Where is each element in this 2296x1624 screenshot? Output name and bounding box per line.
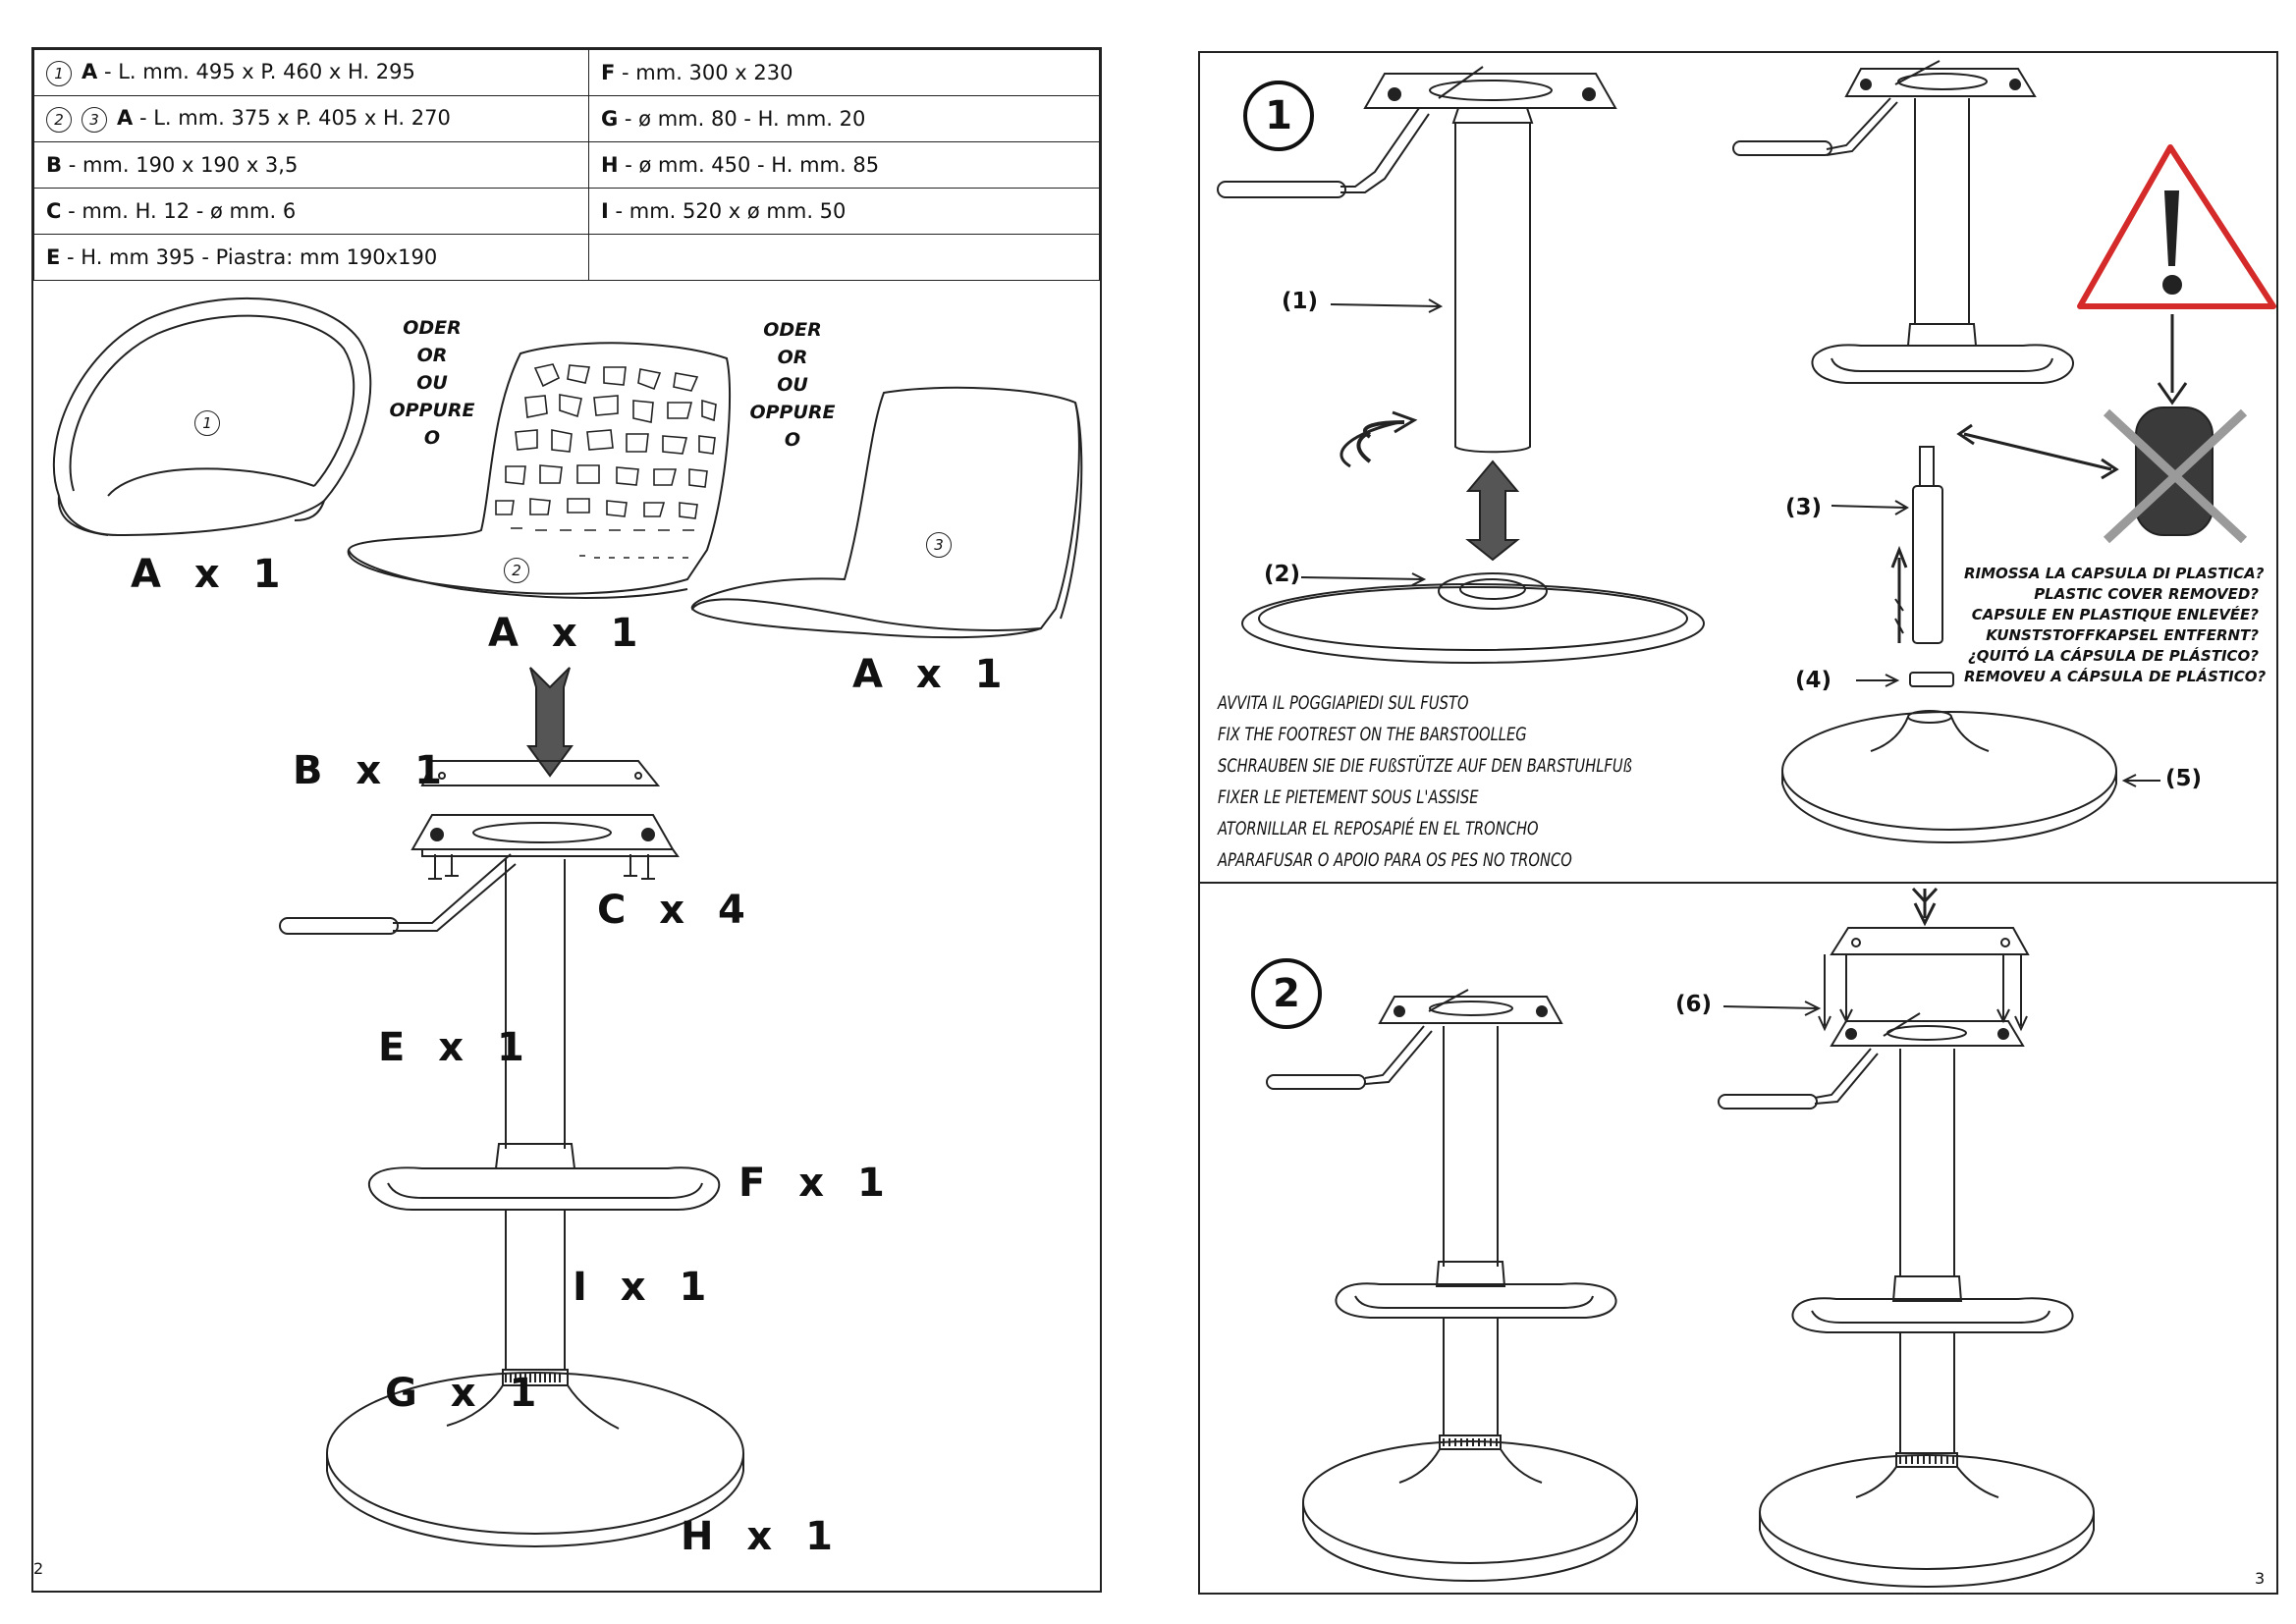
step-1-marker: 1 — [1243, 81, 1314, 151]
ref-2: (2) — [1264, 562, 1301, 587]
ring-cap — [1856, 672, 1954, 687]
part-dimensions: - ø mm. 80 - H. mm. 20 — [618, 107, 866, 131]
seat-marker-2: 2 — [504, 558, 529, 583]
seat-perforated-2 — [347, 342, 732, 599]
rotate-arrow-icon — [1339, 410, 1418, 468]
gas-cylinder — [1831, 446, 1943, 644]
parts-row: E - H. mm 395 - Piastra: mm 190x190 — [33, 234, 1100, 281]
double-arrow — [1956, 423, 2119, 480]
part-code: A — [117, 105, 134, 130]
step1-mechanism — [1217, 66, 1617, 454]
step-2-marker: 2 — [1251, 958, 1322, 1029]
label-a-seat1: A x 1 — [131, 552, 291, 597]
part-dimensions: - mm. 190 x 190 x 3,5 — [62, 153, 299, 177]
parts-cell-right: H - ø mm. 450 - H. mm. 85 — [588, 141, 1100, 189]
step2-stool-right — [1718, 887, 2095, 1589]
step1-assembled — [1732, 60, 2074, 384]
seat-variant-marker: 1 — [46, 60, 72, 86]
label-a-seat3: A x 1 — [852, 652, 1012, 697]
ref-5: (5) — [2165, 766, 2203, 791]
part-dimensions: - L. mm. 375 x P. 405 x H. 270 — [133, 105, 451, 130]
footrest-f — [368, 1166, 721, 1370]
column-e — [494, 859, 576, 1169]
part-code: B — [46, 153, 63, 177]
page-number-left: 2 — [33, 1559, 44, 1578]
capsule-warning: RIMOSSA LA CAPSULA DI PLASTICA? PLASTIC … — [1964, 565, 2267, 685]
page-number-right: 3 — [2255, 1569, 2266, 1588]
label-h: H x 1 — [681, 1514, 843, 1559]
seat-plain-3 — [690, 386, 1083, 639]
part-dimensions: - mm. H. 12 - ø mm. 6 — [61, 199, 297, 223]
seat-marker-1: 1 — [194, 410, 220, 436]
ref1-arrow — [1330, 298, 1444, 313]
seat-marker-3: 3 — [926, 532, 952, 558]
label-e: E x 1 — [378, 1025, 534, 1070]
ref-1: (1) — [1282, 289, 1319, 314]
part-code: G — [601, 107, 619, 131]
part-code: I — [601, 199, 609, 223]
parts-cell-left: B - mm. 190 x 190 x 3,5 — [33, 141, 589, 189]
label-g: G x 1 — [385, 1371, 547, 1416]
mechanism-top — [279, 814, 680, 935]
part-code: E — [46, 245, 61, 269]
part-code: F — [601, 61, 616, 84]
seat-variant-marker: 2 — [46, 106, 72, 133]
seat-shell-1 — [52, 298, 372, 537]
plate-b — [420, 760, 661, 786]
part-code: H — [601, 153, 619, 177]
step1-footrest — [1241, 572, 1705, 664]
part-code: C — [46, 199, 62, 223]
down-arrow-icon — [526, 667, 574, 778]
part-dimensions: - ø mm. 450 - H. mm. 85 — [618, 153, 880, 177]
right-page — [1198, 51, 2278, 1595]
label-c: C x 4 — [597, 888, 755, 933]
part-dimensions: - mm. 520 x ø mm. 50 — [608, 199, 847, 223]
parts-cell-right: G - ø mm. 80 - H. mm. 20 — [588, 95, 1100, 142]
parts-cell-left: E - H. mm 395 - Piastra: mm 190x190 — [33, 234, 589, 281]
label-b: B x 1 — [293, 748, 452, 793]
seat-variant-marker: 3 — [82, 106, 107, 133]
ref-3: (3) — [1785, 495, 1823, 520]
part-dimensions: - mm. 300 x 230 — [615, 61, 793, 84]
label-a-seat2: A x 1 — [488, 611, 648, 656]
base-h — [326, 1369, 744, 1548]
step1-base — [1781, 710, 2160, 844]
part-dimensions: - L. mm. 495 x P. 460 x H. 295 — [97, 59, 415, 83]
ref-6: (6) — [1675, 992, 1713, 1017]
up-arrow-icon — [1465, 460, 1520, 562]
crossed-capsule-icon — [2103, 406, 2248, 544]
part-code: A — [82, 59, 98, 83]
part-dimensions: - H. mm 395 - Piastra: mm 190x190 — [60, 245, 438, 269]
step2-stool-left — [1266, 989, 1638, 1583]
label-i: I x 1 — [573, 1265, 717, 1310]
label-f: F x 1 — [738, 1161, 895, 1206]
assembly-instructions: AVVITA IL POGGIAPIEDI SUL FUSTO FIX THE … — [1218, 692, 1632, 871]
parts-cell-right — [588, 234, 1100, 281]
step-divider — [1200, 882, 2276, 884]
ref-4: (4) — [1795, 668, 1832, 693]
warning-triangle-icon — [2077, 144, 2276, 406]
